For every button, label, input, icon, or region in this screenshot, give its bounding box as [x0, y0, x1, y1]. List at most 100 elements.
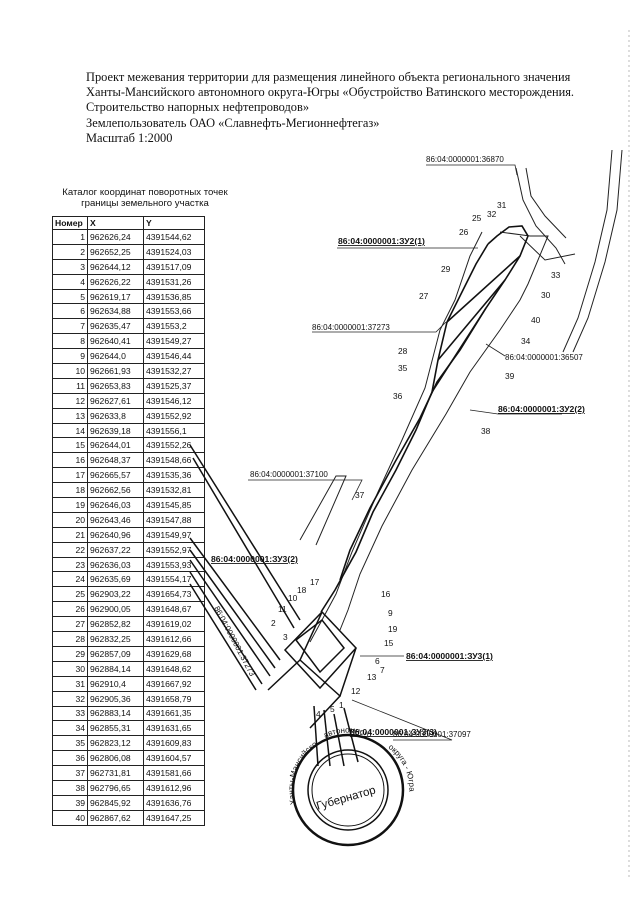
catalog-title-line-1: Каталог координат поворотных точек [62, 187, 228, 198]
zu2-east-boundary [339, 225, 529, 581]
strip-37273-b [189, 549, 276, 669]
zu3-junction [267, 610, 359, 767]
header-line-1: Проект межевания территории для размещен… [86, 70, 571, 84]
table-header-row: Номер X Y [52, 216, 205, 230]
header-line-3: Строительство напорных нефтепроводов» [86, 100, 310, 115]
stamp-ring-left-text: Ханты-Мансийского [0, 0, 319, 806]
zu3-3-edge-c [333, 713, 345, 767]
zu3-connector [299, 611, 323, 661]
cell-y: 4391612,66 [143, 631, 205, 647]
strip-37273-c [189, 559, 271, 677]
point-label-18: 18 [297, 585, 307, 595]
parcel-label-36507: 86:04:0000001:36507 [505, 353, 583, 362]
point-label-35: 35 [398, 363, 408, 373]
zu2-diagonal-3 [431, 307, 487, 393]
point-label-30: 30 [541, 290, 551, 300]
strip-37100-b [192, 457, 295, 629]
strip-37273-e [189, 583, 257, 691]
point-label-12: 12 [351, 686, 361, 696]
parcel-37100-contour [299, 475, 347, 546]
strip-37273-a [189, 537, 281, 661]
zu2-diagonal-1 [446, 255, 521, 323]
point-label-1: 1 [339, 700, 344, 710]
point-label-6: 6 [375, 656, 380, 666]
header-line-4: Землепользователь ОАО «Славнефть-Мегионн… [86, 115, 380, 130]
catalog-title-line-2: границы земельного участка [81, 198, 209, 209]
point-label-16: 16 [381, 589, 391, 599]
cell-x: 962867,62 [87, 809, 144, 826]
parcel-label-zu3-1: 86:04:0000001:ЗУ3(1) [406, 651, 493, 661]
point-label-25: 25 [472, 213, 482, 223]
cell-y: 4391647,25 [143, 809, 205, 826]
point-label-19: 19 [388, 624, 398, 634]
point-label-36: 36 [393, 391, 403, 401]
strip-north-arc [519, 235, 576, 261]
point-label-7: 7 [380, 665, 385, 675]
road-line-4 [572, 149, 623, 353]
zu2-west-boundary [320, 243, 489, 613]
point-label-34: 34 [521, 336, 531, 346]
point-label-10: 10 [288, 593, 298, 603]
col-number-header: Номер [52, 216, 88, 230]
zu2-diagonal-2 [437, 279, 506, 361]
leader-37097 [351, 699, 453, 741]
road-lines [515, 149, 623, 353]
leader-37273 [312, 321, 447, 333]
parcel-37273-outline [309, 231, 576, 643]
point-label-4: 4 [316, 709, 321, 719]
point-label-2: 2 [271, 618, 276, 628]
point-label-33: 33 [551, 270, 561, 280]
point-label-5: 5 [330, 704, 335, 714]
road-line-3 [562, 149, 613, 353]
leader-37100 [248, 479, 363, 501]
parcel-label-37273-rotated: 86:04:0000001:37273 [212, 605, 257, 678]
parcel-label-zu3-2: 86:04:0000001:ЗУ3(2) [211, 554, 298, 564]
zu3-inner-polygon [294, 618, 346, 674]
stamp-inner-ring [307, 749, 389, 831]
parcel-label-zu2-2: 86:04:0000001:ЗУ2(2) [498, 404, 585, 414]
cell-y: 4391609,83 [143, 735, 205, 752]
leader-zu2-2 [469, 409, 562, 415]
cell-number: 40 [52, 809, 88, 826]
parcel-label-zu2-1: 86:04:0000001:ЗУ2(1) [338, 236, 425, 246]
header-line-2: Ханты-Мансийского автономного округа-Югр… [86, 85, 575, 100]
point-label-31: 31 [497, 200, 507, 210]
point-label-32: 32 [487, 209, 497, 219]
strip-east-edge [339, 231, 549, 631]
parcel-labels: 86:04:0000001:36870 86:04:0000001:ЗУ2(1)… [211, 155, 585, 739]
parcel-label-36870: 86:04:0000001:36870 [426, 155, 504, 164]
point-label-11: 11 [278, 604, 287, 614]
leader-lines [248, 164, 562, 741]
stamp-ring-top-text: автономного [322, 726, 374, 740]
point-label-13: 13 [367, 672, 377, 682]
stamp-outer-ring [291, 733, 405, 847]
parcel-label-37273: 86:04:0000001:37273 [312, 323, 390, 332]
leader-36507 [485, 343, 506, 357]
strip-37100-a [189, 444, 301, 621]
point-label-3: 3 [283, 632, 288, 642]
parcel-label-zu3-3: 86:04:0000001:ЗУ3(3) [350, 727, 437, 737]
zu3-connector-2 [339, 647, 357, 697]
